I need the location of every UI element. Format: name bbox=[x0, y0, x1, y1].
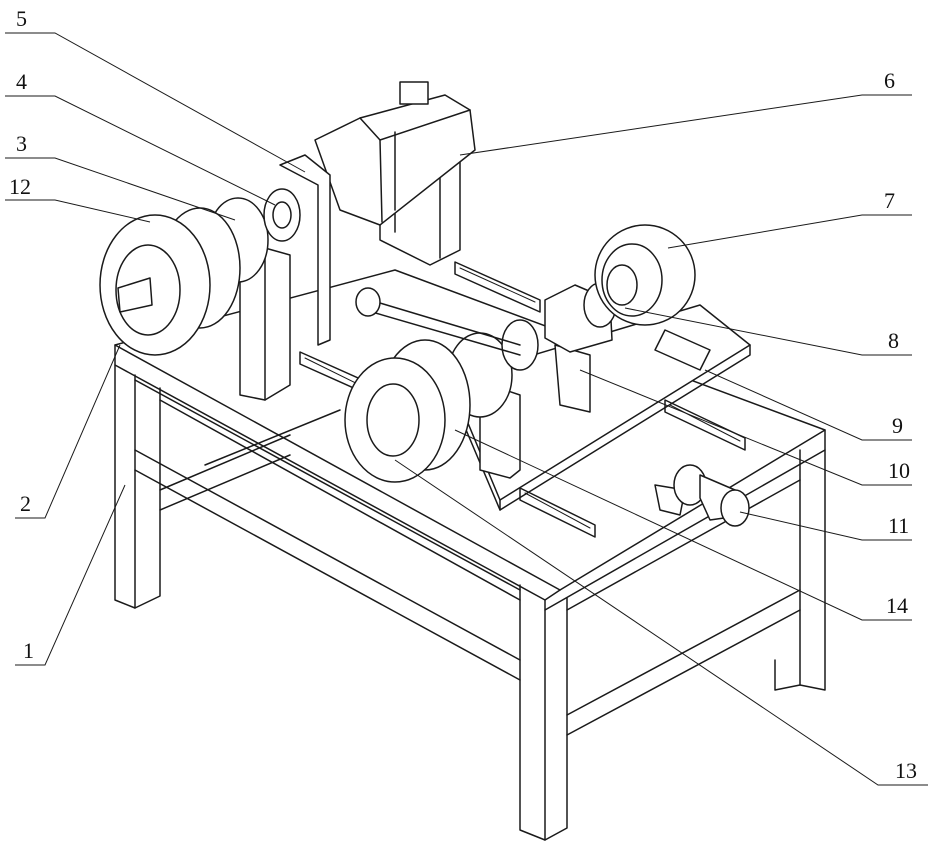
leader-5 bbox=[5, 33, 305, 172]
leader-4 bbox=[5, 96, 275, 205]
leader-7 bbox=[668, 215, 912, 248]
leader-11 bbox=[740, 512, 912, 540]
label-9: 9 bbox=[892, 413, 903, 438]
label-6: 6 bbox=[884, 68, 895, 93]
label-8: 8 bbox=[888, 328, 899, 353]
label-1: 1 bbox=[23, 638, 34, 663]
label-10: 10 bbox=[888, 458, 910, 483]
label-3: 3 bbox=[16, 131, 27, 156]
leader-6 bbox=[460, 95, 912, 155]
label-11: 11 bbox=[888, 513, 909, 538]
label-13: 13 bbox=[895, 758, 917, 783]
label-4: 4 bbox=[16, 69, 27, 94]
label-7: 7 bbox=[884, 188, 895, 213]
label-2: 2 bbox=[20, 491, 31, 516]
label-5: 5 bbox=[16, 6, 27, 31]
label-14: 14 bbox=[886, 593, 908, 618]
label-12: 12 bbox=[9, 174, 31, 199]
leader-12 bbox=[5, 200, 150, 222]
